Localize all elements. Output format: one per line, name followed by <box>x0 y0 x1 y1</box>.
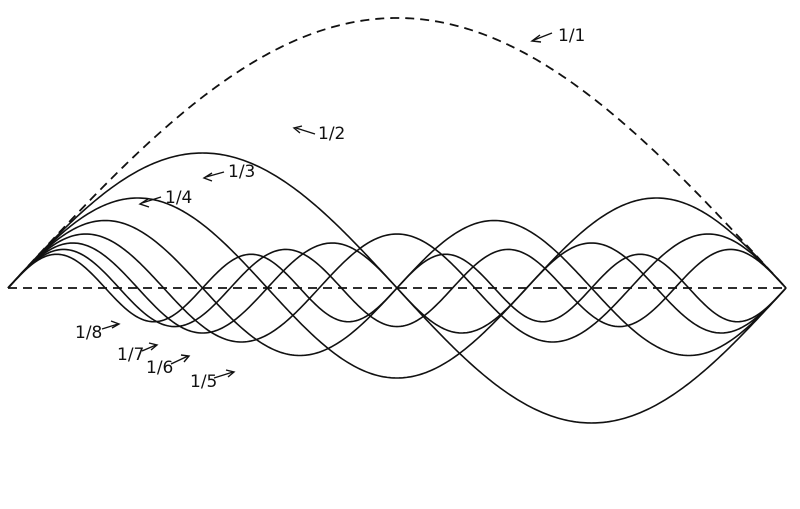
mode-curve-8 <box>7 253 787 323</box>
label-mode-1: 1/1 <box>558 26 585 46</box>
arrow-mode-7 <box>141 342 159 352</box>
mode-curve-5 <box>7 233 787 343</box>
mode-labels: 1/1 1/2 1/3 1/4 1/5 1/6 1/7 1/8 <box>75 26 585 392</box>
mode-curve-1 <box>7 17 787 289</box>
arrow-mode-5 <box>213 369 236 379</box>
label-mode-8: 1/8 <box>75 323 102 343</box>
arrow-mode-6 <box>170 354 191 365</box>
label-mode-6: 1/6 <box>146 358 173 378</box>
arrow-mode-8 <box>101 320 121 330</box>
arrow-mode-4 <box>138 196 162 208</box>
label-mode-2: 1/2 <box>318 124 345 144</box>
arrow-mode-2 <box>292 125 316 135</box>
label-mode-3: 1/3 <box>228 162 255 182</box>
mode-curve-3 <box>7 197 787 379</box>
mode-curve-7 <box>7 248 787 328</box>
label-mode-5: 1/5 <box>190 372 217 392</box>
label-arrows <box>101 32 553 379</box>
mode-curves <box>7 17 787 424</box>
label-mode-4: 1/4 <box>165 188 192 208</box>
arrow-mode-3 <box>202 171 225 182</box>
arrow-mode-1 <box>530 32 553 43</box>
label-mode-7: 1/7 <box>117 345 144 365</box>
